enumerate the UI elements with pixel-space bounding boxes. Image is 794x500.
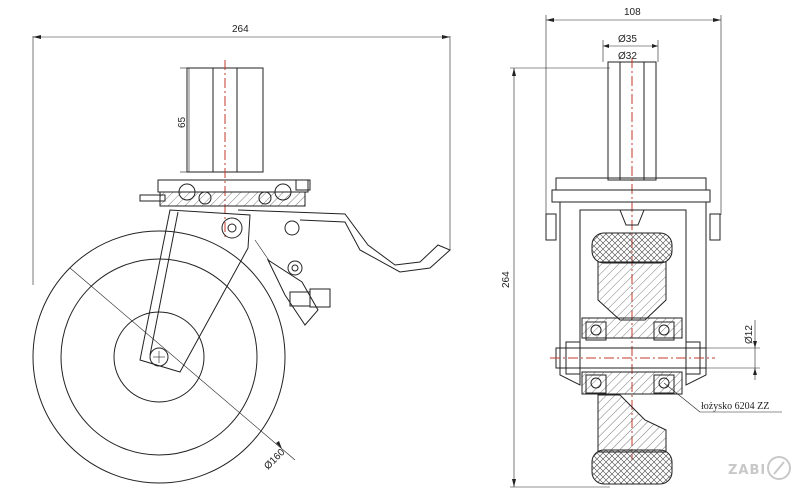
bearing-note: łożysko 6204 ZZ [701, 401, 769, 412]
front-wheel [581, 232, 683, 485]
front-housing [545, 177, 721, 386]
stem-outer-label: Ø35 [618, 34, 637, 45]
brand-logo: ZABI [728, 456, 791, 480]
stem-inner-label: Ø32 [618, 51, 637, 62]
axle-diameter-label: Ø12 [744, 325, 755, 344]
side-wheel: Ø160 [32, 230, 296, 484]
fork [139, 209, 251, 373]
stem-height-dimension: 65 [177, 67, 190, 173]
front-height-label: 264 [501, 271, 512, 288]
side-width-label: 264 [232, 24, 249, 35]
brake-lever [221, 209, 451, 326]
swivel-head [139, 179, 311, 207]
bearings [585, 321, 675, 394]
front-width-dimension: 108 [545, 7, 722, 215]
stem-height-label: 65 [177, 116, 188, 128]
side-width-dimension: 264 [32, 24, 451, 285]
stem-diameter-dimensions: Ø35 Ø32 [602, 34, 659, 63]
side-stem [186, 60, 264, 240]
brand-logo-text: ZABI [728, 463, 766, 478]
axle: Ø12 [550, 320, 760, 380]
front-view: 108 Ø35 Ø32 264 [501, 7, 782, 488]
front-width-label: 108 [624, 7, 641, 18]
front-height-dimension: 264 [501, 67, 610, 488]
bearing-callout: łożysko 6204 ZZ [663, 382, 782, 413]
side-view: 264 65 [32, 24, 451, 484]
